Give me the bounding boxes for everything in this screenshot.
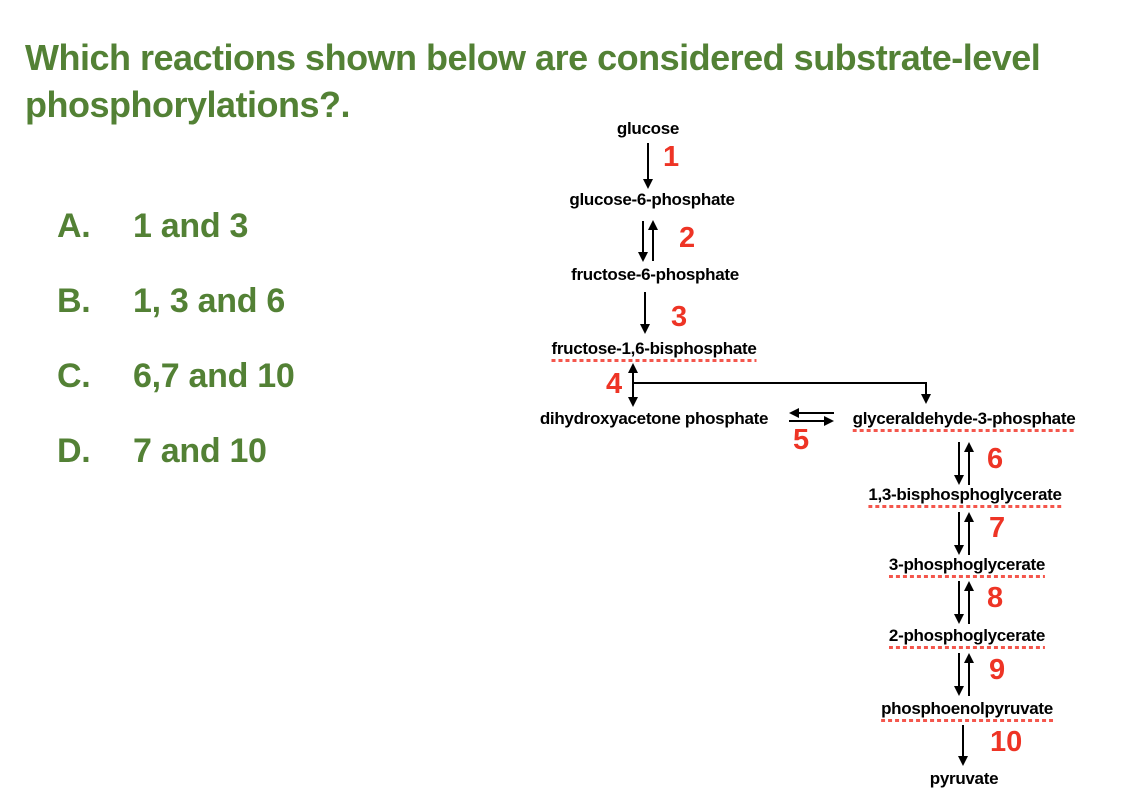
metabolite-1-3-bisphosphoglycerate: 1,3-bisphosphoglycerate xyxy=(868,485,1062,508)
option-a-letter: A. xyxy=(57,207,91,245)
arrow-reaction-4 xyxy=(628,363,638,407)
arrow-reaction-9 xyxy=(954,653,974,696)
arrow-reaction-1 xyxy=(643,143,653,189)
arrow-reaction-3 xyxy=(640,292,650,334)
option-d[interactable]: D. 7 and 10 xyxy=(57,431,267,471)
question-title-line-2: phosphorylations?. xyxy=(25,84,351,125)
option-c-letter: C. xyxy=(57,357,91,395)
reaction-number-4: 4 xyxy=(606,368,623,400)
reaction-number-6: 6 xyxy=(987,443,1004,475)
arrow-reaction-6 xyxy=(954,442,974,485)
option-b-text: 1, 3 and 6 xyxy=(133,282,285,320)
reaction-number-9: 9 xyxy=(989,654,1006,686)
metabolite-glucose-6-phosphate: glucose-6-phosphate xyxy=(569,190,735,209)
arrow-reaction-10 xyxy=(958,725,968,766)
reaction-number-10: 10 xyxy=(990,726,1023,758)
option-a-text: 1 and 3 xyxy=(133,207,249,245)
option-c-text: 6,7 and 10 xyxy=(133,357,295,395)
option-d-text: 7 and 10 xyxy=(133,432,267,470)
reaction-number-3: 3 xyxy=(671,301,688,333)
arrow-branch-to-g3p xyxy=(633,382,931,404)
metabolite-fructose-6-phosphate: fructose-6-phosphate xyxy=(571,265,739,284)
option-c[interactable]: C. 6,7 and 10 xyxy=(57,356,295,396)
arrow-reaction-8 xyxy=(954,581,974,624)
reaction-number-8: 8 xyxy=(987,582,1004,614)
question-title: Which reactions shown below are consider… xyxy=(25,34,1041,128)
metabolite-glyceraldehyde-3-phosphate: glyceraldehyde-3-phosphate xyxy=(852,409,1076,432)
option-b-letter: B. xyxy=(57,282,91,320)
option-d-letter: D. xyxy=(57,432,91,470)
option-a[interactable]: A. 1 and 3 xyxy=(57,206,248,246)
arrow-reaction-7 xyxy=(954,512,974,555)
metabolite-fructose-1-6-bisphosphate: fructose-1,6-bisphosphate xyxy=(551,339,757,362)
metabolite-pyruvate: pyruvate xyxy=(929,769,999,788)
reaction-number-5: 5 xyxy=(793,424,810,456)
reaction-number-2: 2 xyxy=(679,222,696,254)
arrow-reaction-2 xyxy=(638,220,658,262)
metabolite-dihydroxyacetone-phosphate: dihydroxyacetone phosphate xyxy=(539,409,769,428)
reaction-number-1: 1 xyxy=(663,141,680,173)
reaction-number-7: 7 xyxy=(989,512,1006,544)
metabolite-3-phosphoglycerate: 3-phosphoglycerate xyxy=(888,555,1045,578)
question-title-line-1: Which reactions shown below are consider… xyxy=(25,37,1041,78)
metabolite-phosphoenolpyruvate: phosphoenolpyruvate xyxy=(881,699,1053,722)
option-b[interactable]: B. 1, 3 and 6 xyxy=(57,281,285,321)
metabolite-2-phosphoglycerate: 2-phosphoglycerate xyxy=(888,626,1045,649)
metabolite-glucose: glucose xyxy=(616,119,680,138)
